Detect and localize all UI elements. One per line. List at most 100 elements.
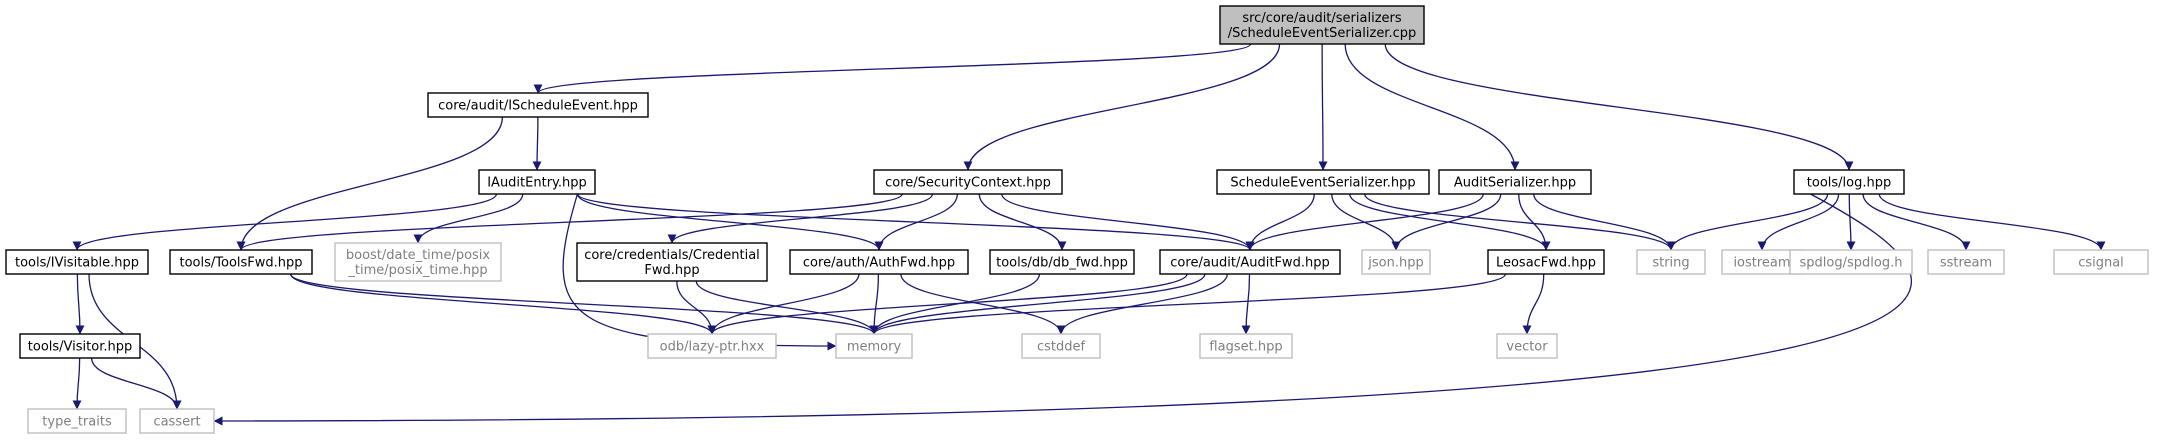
edge-toolsfwd-to-lazyptr: [290, 273, 717, 335]
node-cassert: cassert: [139, 408, 215, 434]
node-box: [1216, 169, 1430, 195]
node-sstream: sstream: [1927, 249, 2005, 275]
node-leosacfwd[interactable]: LeosacFwd.hpp: [1487, 249, 1605, 275]
edge: [869, 273, 1507, 335]
node-authfwd[interactable]: core/auth/AuthFwd.hpp: [789, 249, 969, 275]
node-root[interactable]: src/core/audit/serializers/ScheduleEvent…: [1219, 5, 1425, 45]
edge-toolslog-to-string: [1666, 193, 1829, 251]
edge-scheduleeventserializer-to-string: [1364, 193, 1676, 251]
node-securitycontext[interactable]: core/SecurityContext.hpp: [873, 169, 1063, 195]
edge: [869, 273, 880, 335]
edge: [1364, 193, 1676, 251]
node-ischeduleevent[interactable]: core/audit/IScheduleEvent.hpp: [427, 92, 649, 118]
node-auditfwd[interactable]: core/audit/AuditFwd.hpp: [1159, 249, 1341, 275]
edge: [1522, 273, 1545, 335]
node-box: [1438, 169, 1592, 195]
node-label: tools/db/db_fwd.hpp: [996, 256, 1128, 271]
edge-iauditentry-to-authfwd: [576, 193, 884, 251]
node-scheduleeventserializer[interactable]: ScheduleEventSerializer.hpp: [1216, 169, 1430, 195]
node-label: core/credentials/Credential: [584, 248, 760, 263]
edge-toolslog-to-iostream: [1757, 193, 1840, 251]
edge: [1862, 193, 1971, 251]
node-csignal: csignal: [2053, 249, 2149, 275]
edge-auditfwd-to-memory: [869, 273, 1206, 335]
edge-auditfwd-to-flagset: [1241, 273, 1251, 335]
edge: [413, 193, 524, 244]
node-dbfwd[interactable]: tools/db/db_fwd.hpp: [989, 249, 1135, 275]
edge-securitycontext-to-toolsfwd: [236, 193, 903, 251]
node-ivisitable[interactable]: tools/IVisitable.hpp: [5, 249, 149, 275]
node-visitor[interactable]: tools/Visitor.hpp: [19, 333, 141, 359]
edge: [1318, 43, 1328, 171]
edge-auditserializer-to-leosacfwd: [1518, 193, 1551, 251]
edge-securitycontext-to-authfwd: [874, 193, 958, 251]
node-typetraits: type_traits: [27, 408, 127, 434]
nodes-layer: src/core/audit/serializers/ScheduleEvent…: [5, 5, 2149, 434]
edge: [1001, 193, 1255, 251]
node-box: [427, 92, 649, 118]
node-jsonhpp: json.hpp: [1361, 249, 1431, 275]
node-box: [1927, 249, 2005, 275]
edge-toolslog-to-csignal: [1878, 193, 2106, 251]
edge-auditfwd-to-cstddef: [1056, 273, 1228, 335]
node-box: [1636, 249, 1706, 275]
edge: [1846, 193, 1856, 251]
node-label: odb/lazy-ptr.hxx: [660, 340, 765, 355]
edge: [1344, 43, 1520, 171]
node-label: LeosacFwd.hpp: [1496, 256, 1596, 271]
node-box: [5, 249, 149, 275]
node-label: tools/IVisitable.hpp: [15, 256, 139, 271]
node-box: [1199, 333, 1293, 359]
node-label: type_traits: [42, 415, 112, 430]
node-box: [169, 249, 313, 275]
edges-layer: [72, 43, 2106, 426]
edge-toolslog-to-spdlog: [1846, 193, 1856, 251]
node-label: core/audit/AuditFwd.hpp: [1170, 256, 1329, 271]
edge-root-to-ischeduleevent: [533, 43, 1252, 94]
node-label: string: [1652, 256, 1689, 271]
edge-leosacfwd-to-vector: [1522, 273, 1545, 335]
node-box: [1789, 249, 1913, 275]
edge: [869, 273, 1206, 335]
node-cstddef: cstddef: [1021, 333, 1101, 359]
node-box: [334, 242, 502, 282]
node-label: IAuditEntry.hpp: [487, 176, 587, 191]
node-auditserializer[interactable]: AuditSerializer.hpp: [1438, 169, 1592, 195]
edge-visitor-to-cassert: [90, 357, 182, 410]
node-toolslog[interactable]: tools/log.hpp: [1793, 169, 1905, 195]
edge-ivisitable-to-visitor: [75, 273, 85, 335]
edge: [1757, 193, 1840, 251]
edge: [236, 116, 504, 251]
node-label: cstddef: [1037, 340, 1086, 355]
node-label: core/audit/IScheduleEvent.hpp: [438, 99, 638, 114]
edge-credentialfwd-to-lazyptr: [676, 280, 717, 335]
node-box: [27, 408, 127, 434]
edge: [532, 116, 542, 171]
node-box: [1793, 169, 1905, 195]
node-box: [1496, 333, 1558, 359]
node-box: [1021, 333, 1101, 359]
edge: [1391, 193, 1502, 251]
node-iauditentry[interactable]: IAuditEntry.hpp: [478, 169, 596, 195]
edge: [1384, 43, 1854, 171]
edge-toolslog-to-sstream: [1862, 193, 1971, 251]
node-vector: vector: [1496, 333, 1558, 359]
node-box: [139, 408, 215, 434]
edge-iauditentry-to-ivisitable: [72, 193, 498, 251]
edge: [1241, 273, 1251, 335]
edge-iauditentry-to-auditfwd: [576, 193, 1255, 251]
node-toolsfwd[interactable]: tools/ToolsFwd.hpp: [169, 249, 313, 275]
node-box: [835, 333, 913, 359]
edge-root-to-auditserializer: [1344, 43, 1520, 171]
node-box: [1159, 249, 1341, 275]
edge-root-to-securitycontext: [963, 43, 1281, 171]
edge-scheduleeventserializer-to-auditfwd: [1245, 193, 1315, 251]
node-label: cassert: [153, 415, 200, 430]
node-flagset: flagset.hpp: [1199, 333, 1293, 359]
node-label: boost/date_time/posix: [346, 248, 491, 263]
edge: [290, 273, 717, 335]
node-iostream: iostream: [1721, 249, 1803, 275]
edge: [75, 273, 85, 335]
